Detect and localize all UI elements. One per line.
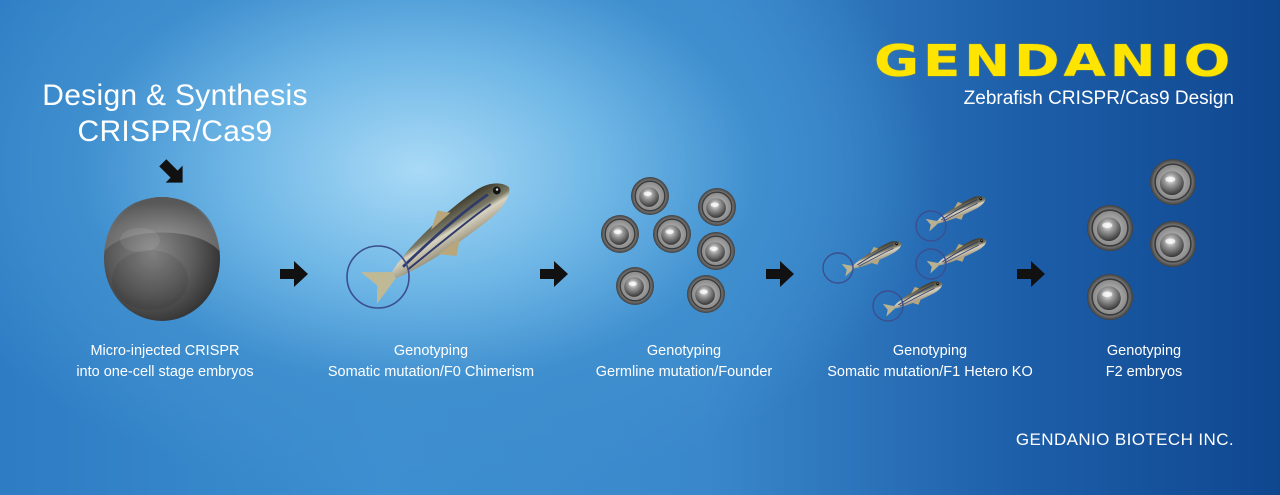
- adult-zebrafish: [350, 171, 527, 306]
- company-name: GENDANIO BIOTECH INC.: [1015, 430, 1234, 449]
- brand-tagline: Zebrafish CRISPR/Cas9 Design: [963, 88, 1234, 109]
- step-title: Genotyping: [393, 343, 469, 359]
- step-subtitle: Somatic mutation/F0 Chimerism: [327, 364, 535, 380]
- brand-block: GENDANIO Zebrafish CRISPR/Cas9 Design: [874, 38, 1234, 110]
- founder-embryo-cluster: [601, 177, 736, 313]
- one-cell-embryo: [104, 197, 220, 321]
- arrow-right-icon: [1017, 261, 1045, 287]
- step-caption-f2: Genotyping F2 embryos: [1024, 341, 1264, 383]
- step-caption-founder: Genotyping Germline mutation/Founder: [564, 341, 804, 383]
- step-caption-f0: Genotyping Somatic mutation/F0 Chimerism: [311, 341, 551, 383]
- f2-embryo-group: [1087, 159, 1196, 320]
- step-title: Genotyping: [646, 343, 722, 359]
- intro-line-1: Design & Synthesis: [42, 79, 308, 112]
- step-caption-f1: Genotyping Somatic mutation/F1 Hetero KO: [810, 341, 1050, 383]
- step-subtitle: Germline mutation/Founder: [595, 364, 773, 380]
- step-title: Genotyping: [892, 343, 968, 359]
- arrow-right-icon: [280, 261, 308, 287]
- arrow-right-icon: [766, 261, 794, 287]
- f1-fish-group: [822, 192, 991, 322]
- fin-clip-circle: [346, 245, 410, 309]
- intro-line-2: CRISPR/Cas9: [77, 115, 273, 148]
- intro-heading: Design & Synthesis CRISPR/Cas9: [0, 78, 350, 150]
- step-subtitle: into one-cell stage embryos: [76, 364, 254, 380]
- step-title: Genotyping: [1106, 343, 1182, 359]
- arrow-right-icon: [540, 261, 568, 287]
- step-caption-injection: Micro-injected CRISPR into one-cell stag…: [45, 341, 285, 383]
- arrow-down-right-icon: [159, 159, 183, 183]
- step-subtitle: Somatic mutation/F1 Hetero KO: [827, 364, 1033, 380]
- gendanio-logo: GENDANIO: [873, 36, 1234, 87]
- step-title: Micro-injected CRISPR: [90, 343, 240, 359]
- step-subtitle: F2 embryos: [1105, 364, 1183, 380]
